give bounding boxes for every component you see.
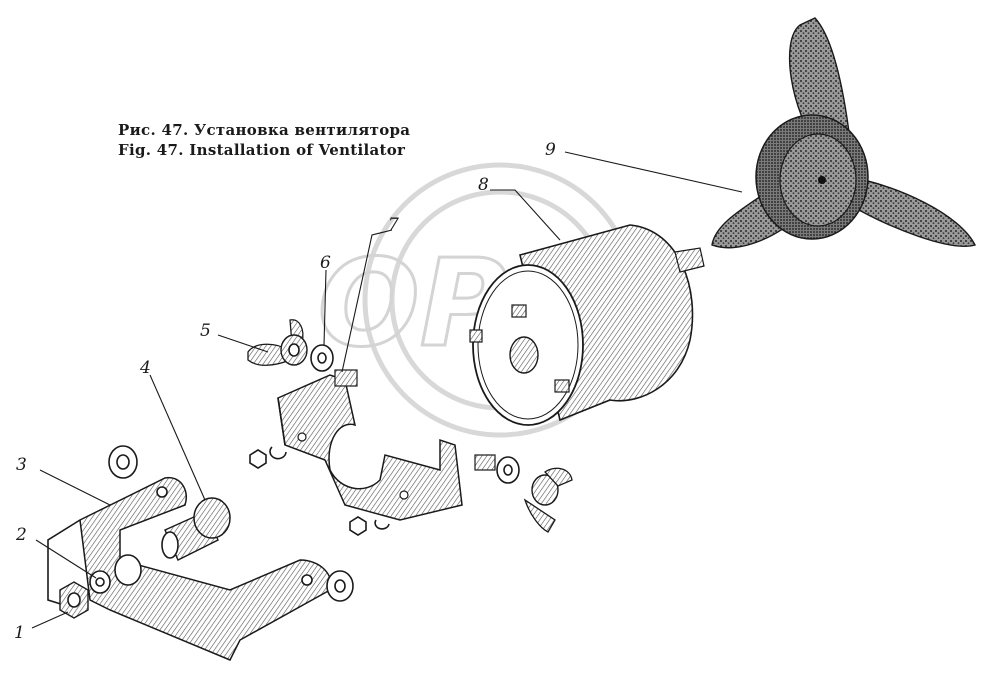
part-3-l-bracket [47,476,332,661]
caption-english: Fig. 47. Installation of Ventilator [118,141,406,159]
caption-russian: Рис. 47. Установка вентилятора [118,121,411,139]
callout-3: 3 [16,455,27,475]
part-2-lock-washer [89,570,111,594]
part-5-wing-nut-upper [247,319,308,366]
part-7-bracket [277,369,496,521]
part-4-bolt [161,497,231,561]
callout-labels: 1 2 3 4 5 6 7 8 9 [14,140,556,643]
callout-6: 6 [320,253,331,273]
part-9-impeller [711,17,977,249]
bracket-fasteners [249,446,520,536]
leader-lines [31,151,743,629]
callout-4: 4 [139,358,151,378]
callout-9: 9 [545,140,556,160]
callout-7: 7 [388,215,399,235]
part-6-washer-upper [310,344,334,372]
callout-8: 8 [478,175,489,195]
callout-2: 2 [15,525,27,545]
callout-1: 1 [14,623,25,643]
wing-nut-lower [523,467,573,533]
part-1-nut [59,581,89,619]
part-3-washers [108,445,354,602]
callout-5: 5 [200,321,211,341]
part-8-motor [469,224,705,426]
